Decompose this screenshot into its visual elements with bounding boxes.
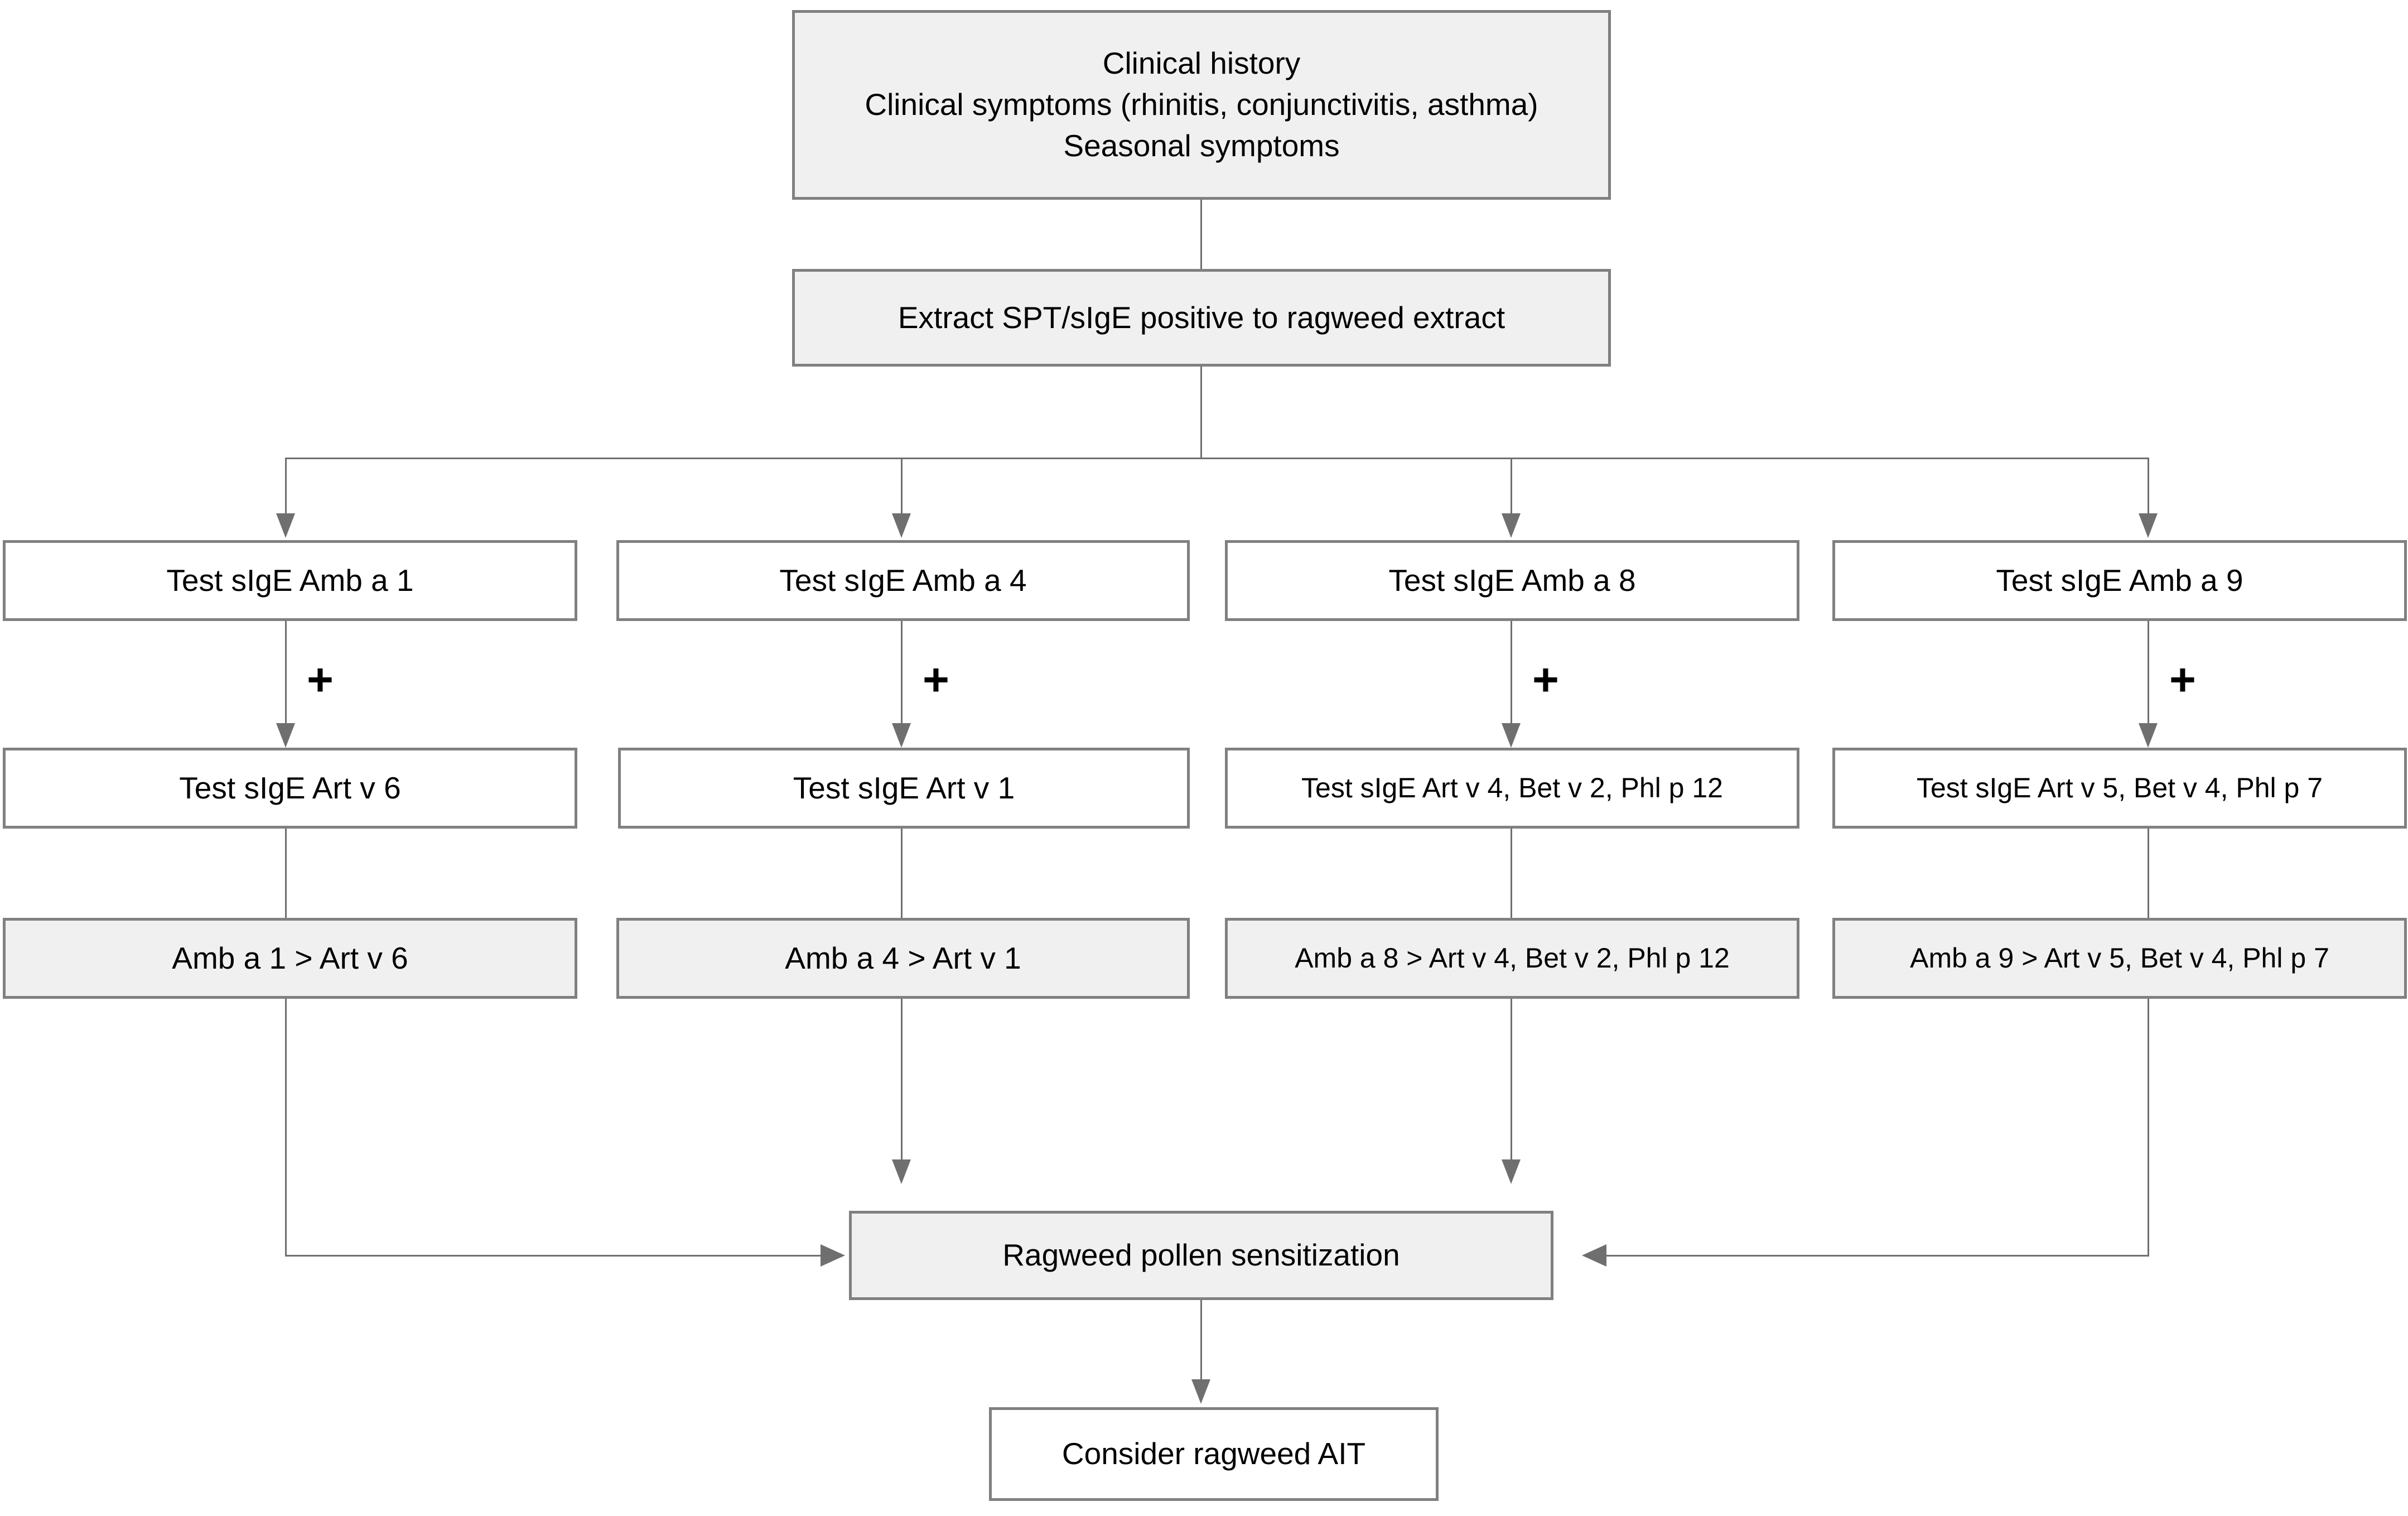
extract-spt-box: Extract SPT/sIgE positive to ragweed ext…: [792, 269, 1611, 367]
connector-result1-down: [285, 999, 287, 1255]
result-box-2: Amb a 4 > Art v 1: [616, 918, 1190, 999]
marker-test-box-2: Test sIgE Amb a 4: [616, 540, 1190, 621]
plus-sign-3: +: [1532, 654, 1559, 705]
result-label-2: Amb a 4 > Art v 1: [785, 940, 1021, 975]
conclusion-label: Ragweed pollen sensitization: [1002, 1238, 1400, 1273]
connector-cross-to-result-2: [901, 829, 903, 919]
connector-cross-to-result-4: [2148, 829, 2149, 919]
cross-test-box-2: Test sIgE Art v 1: [618, 748, 1190, 829]
clinical-history-line-2: Clinical symptoms (rhinitis, conjunctivi…: [865, 87, 1538, 122]
connector-arrow-conclusion-to-action: [1191, 1379, 1210, 1404]
marker-test-label-3: Test sIgE Amb a 8: [1388, 562, 1636, 598]
plus-sign-2: +: [923, 654, 949, 705]
connector-result1-right: [285, 1255, 821, 1257]
cross-test-label-2: Test sIgE Art v 1: [793, 770, 1015, 805]
marker-test-label-4: Test sIgE Amb a 9: [1996, 562, 2243, 598]
connector-arrow-marker-to-cross-4: [2139, 723, 2158, 748]
marker-test-box-3: Test sIgE Amb a 8: [1225, 540, 1799, 621]
result-box-3: Amb a 8 > Art v 4, Bet v 2, Phl p 12: [1225, 918, 1799, 999]
connector-result2-down: [901, 999, 903, 1161]
connector-cross-to-result-3: [1511, 829, 1512, 919]
connector-history-to-extract: [1200, 200, 1202, 269]
connector-arrow-into-conclusion-right: [1582, 1244, 1606, 1267]
cross-test-label-1: Test sIgE Art v 6: [179, 770, 401, 805]
clinical-history-box: Clinical history Clinical symptoms (rhin…: [792, 10, 1611, 200]
action-box: Consider ragweed AIT: [989, 1407, 1439, 1501]
clinical-history-line-3: Seasonal symptoms: [1063, 128, 1340, 163]
cross-test-label-3: Test sIgE Art v 4, Bet v 2, Phl p 12: [1301, 772, 1723, 803]
cross-test-label-4: Test sIgE Art v 5, Bet v 4, Phl p 7: [1916, 772, 2323, 803]
cross-test-box-4: Test sIgE Art v 5, Bet v 4, Phl p 7: [1832, 748, 2407, 829]
branch-arrow-1: [276, 513, 295, 538]
connector-result4-down: [2148, 999, 2149, 1255]
clinical-history-line-1: Clinical history: [1102, 46, 1301, 81]
branch-arrow-3: [1502, 513, 1521, 538]
result-box-4: Amb a 9 > Art v 5, Bet v 4, Phl p 7: [1832, 918, 2407, 999]
marker-test-label-2: Test sIgE Amb a 4: [779, 562, 1027, 598]
connector-conclusion-to-action: [1200, 1300, 1202, 1381]
branch-distribution-bus: [286, 458, 2149, 459]
conclusion-box: Ragweed pollen sensitization: [849, 1211, 1553, 1300]
connector-result3-down: [1511, 999, 1512, 1161]
cross-test-box-1: Test sIgE Art v 6: [3, 748, 577, 829]
connector-arrow-marker-to-cross-1: [276, 723, 295, 748]
connector-arrow-result3: [1502, 1159, 1521, 1184]
connector-extract-to-bus: [1200, 367, 1202, 459]
result-box-1: Amb a 1 > Art v 6: [3, 918, 577, 999]
marker-test-box-4: Test sIgE Amb a 9: [1832, 540, 2407, 621]
connector-marker-to-cross-4: [2148, 621, 2149, 724]
connector-arrow-marker-to-cross-3: [1502, 723, 1521, 748]
plus-sign-1: +: [307, 654, 334, 705]
connector-marker-to-cross-2: [901, 621, 903, 724]
connector-cross-to-result-1: [285, 829, 287, 919]
connector-marker-to-cross-1: [285, 621, 287, 724]
branch-leg-3: [1511, 458, 1512, 516]
connector-arrow-result2: [892, 1159, 911, 1184]
branch-arrow-2: [892, 513, 911, 538]
extract-spt-label: Extract SPT/sIgE positive to ragweed ext…: [897, 300, 1505, 335]
result-label-4: Amb a 9 > Art v 5, Bet v 4, Phl p 7: [1910, 942, 2329, 974]
connector-arrow-into-conclusion-left: [821, 1244, 845, 1267]
result-label-3: Amb a 8 > Art v 4, Bet v 2, Phl p 12: [1295, 942, 1730, 974]
branch-leg-4: [2148, 458, 2149, 516]
cross-test-box-3: Test sIgE Art v 4, Bet v 2, Phl p 12: [1225, 748, 1799, 829]
branch-arrow-4: [2139, 513, 2158, 538]
plus-sign-4: +: [2169, 654, 2196, 705]
result-label-1: Amb a 1 > Art v 6: [172, 940, 408, 975]
branch-leg-2: [901, 458, 903, 516]
connector-arrow-marker-to-cross-2: [892, 723, 911, 748]
action-label: Consider ragweed AIT: [1061, 1436, 1366, 1471]
marker-test-box-1: Test sIgE Amb a 1: [3, 540, 577, 621]
marker-test-label-1: Test sIgE Amb a 1: [166, 562, 414, 598]
connector-result4-left: [1606, 1255, 2149, 1257]
branch-leg-1: [285, 458, 287, 516]
connector-marker-to-cross-3: [1511, 621, 1512, 724]
